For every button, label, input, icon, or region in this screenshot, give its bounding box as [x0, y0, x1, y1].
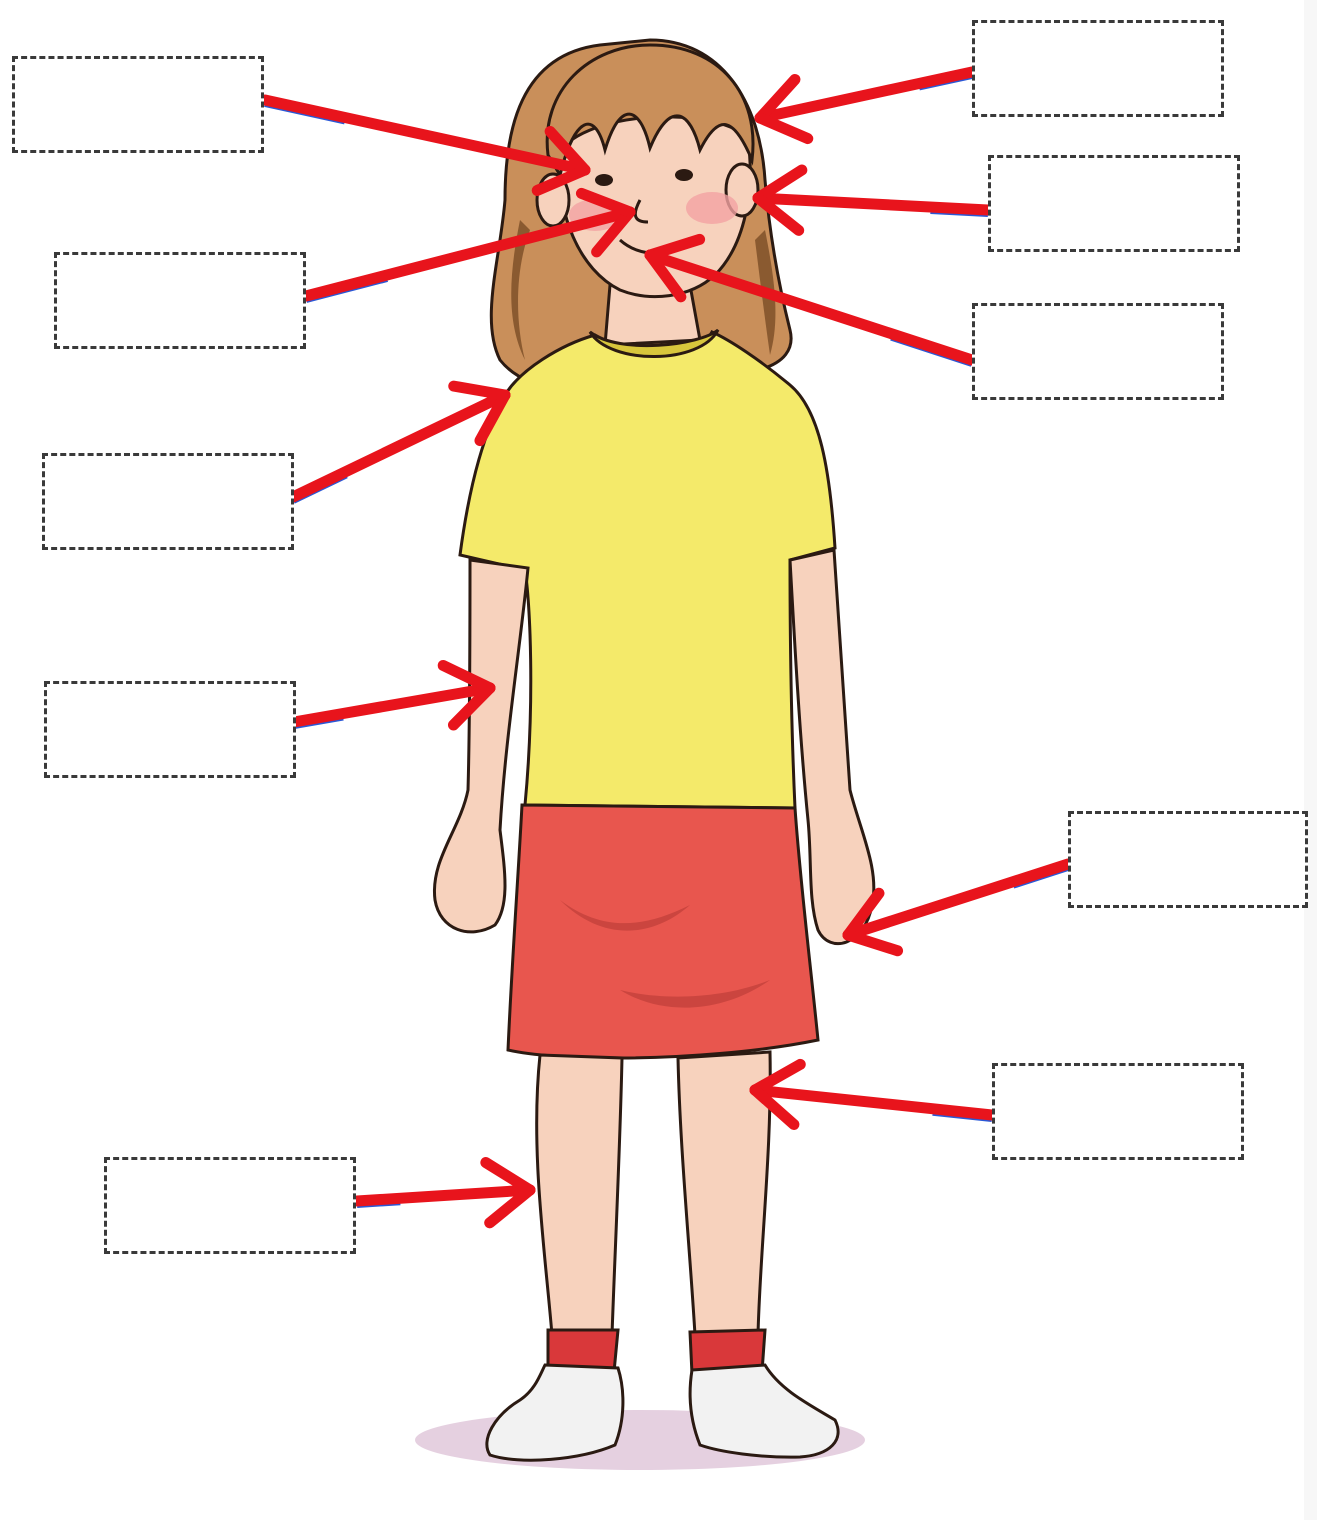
arrow-leg-shaft	[357, 1190, 530, 1201]
label-box-nose[interactable]	[54, 252, 306, 349]
label-box-hair[interactable]	[972, 20, 1224, 117]
arrow-mouth-shaft	[650, 255, 972, 360]
label-box-eye[interactable]	[12, 56, 264, 153]
arrow-knee	[755, 1064, 992, 1124]
arrow-shoulder-shaft	[293, 395, 505, 497]
label-box-ear[interactable]	[988, 155, 1240, 252]
arrow-knee-shaft	[755, 1090, 992, 1115]
label-box-arm[interactable]	[44, 681, 296, 778]
arrow-shoulder-head-2	[454, 386, 505, 395]
arrow-eye-head-1	[537, 170, 585, 190]
arrow-ear-shaft	[758, 198, 988, 210]
arrow-hair-head-2	[760, 118, 808, 139]
arrow-mouth	[650, 239, 972, 363]
arrow-nose	[306, 193, 630, 299]
label-box-leg[interactable]	[104, 1157, 356, 1254]
arrow-hair	[760, 72, 972, 139]
arrow-hand-head-2	[848, 935, 898, 951]
arrow-eye-shaft	[265, 100, 585, 170]
label-box-hand[interactable]	[1068, 811, 1308, 908]
arrow-knee-head-1	[755, 1064, 800, 1090]
arrow-hand	[848, 864, 1068, 951]
arrow-nose-head-2	[581, 193, 630, 212]
arrow-leg-head-2	[486, 1163, 530, 1190]
arrow-eye	[265, 100, 585, 190]
arrow-ear	[758, 170, 988, 230]
arrow-arm	[294, 665, 490, 725]
arrow-leg	[357, 1163, 530, 1223]
label-box-shoulder[interactable]	[42, 453, 294, 550]
label-box-knee[interactable]	[992, 1063, 1244, 1160]
arrow-arm-head-2	[443, 665, 490, 688]
arrow-shoulder	[293, 386, 505, 500]
arrow-mouth-head-1	[650, 239, 700, 255]
arrow-nose-shaft	[306, 212, 630, 296]
label-box-mouth[interactable]	[972, 303, 1224, 400]
